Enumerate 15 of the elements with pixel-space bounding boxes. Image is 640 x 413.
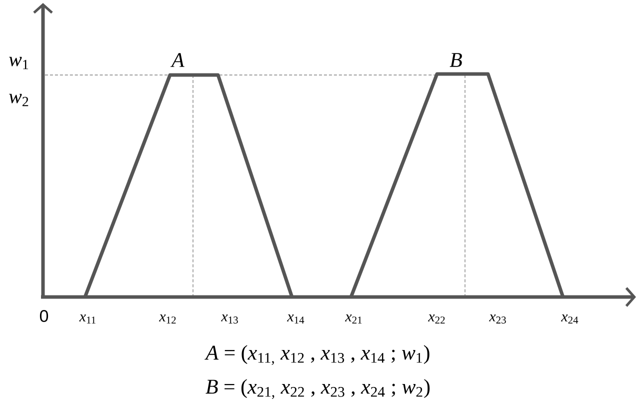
tick-label: x$_{21}$ [345, 314, 362, 324]
tick-label: x$_{13}$ [221, 314, 238, 324]
formula-line: A = (x$_{11,}$ x$_{12}$ , x$_{13}$ , x$_{14}$ ; w$_{1}$) [204, 345, 430, 365]
tick-label: x$_{12}$ [159, 314, 176, 324]
formula-line: B = (x$_{21,}$ x$_{22}$ , x$_{23}$ , x$_{24}$ ; w$_{2}$) [206, 379, 430, 399]
tick-label: x$_{23}$ [489, 314, 506, 324]
point-label: A [170, 53, 184, 67]
tick-label: x$_{24}$ [561, 314, 578, 324]
tick-label: x$_{11}$ [79, 314, 96, 324]
point-label: B [450, 53, 462, 67]
origin-label: 0 [40, 310, 48, 322]
axis-label: w$_{1}$ [9, 56, 28, 70]
tick-label: x$_{14}$ [287, 314, 304, 324]
tick-label: x$_{22}$ [428, 314, 445, 324]
axis-label: w$_{2}$ [9, 94, 28, 106]
